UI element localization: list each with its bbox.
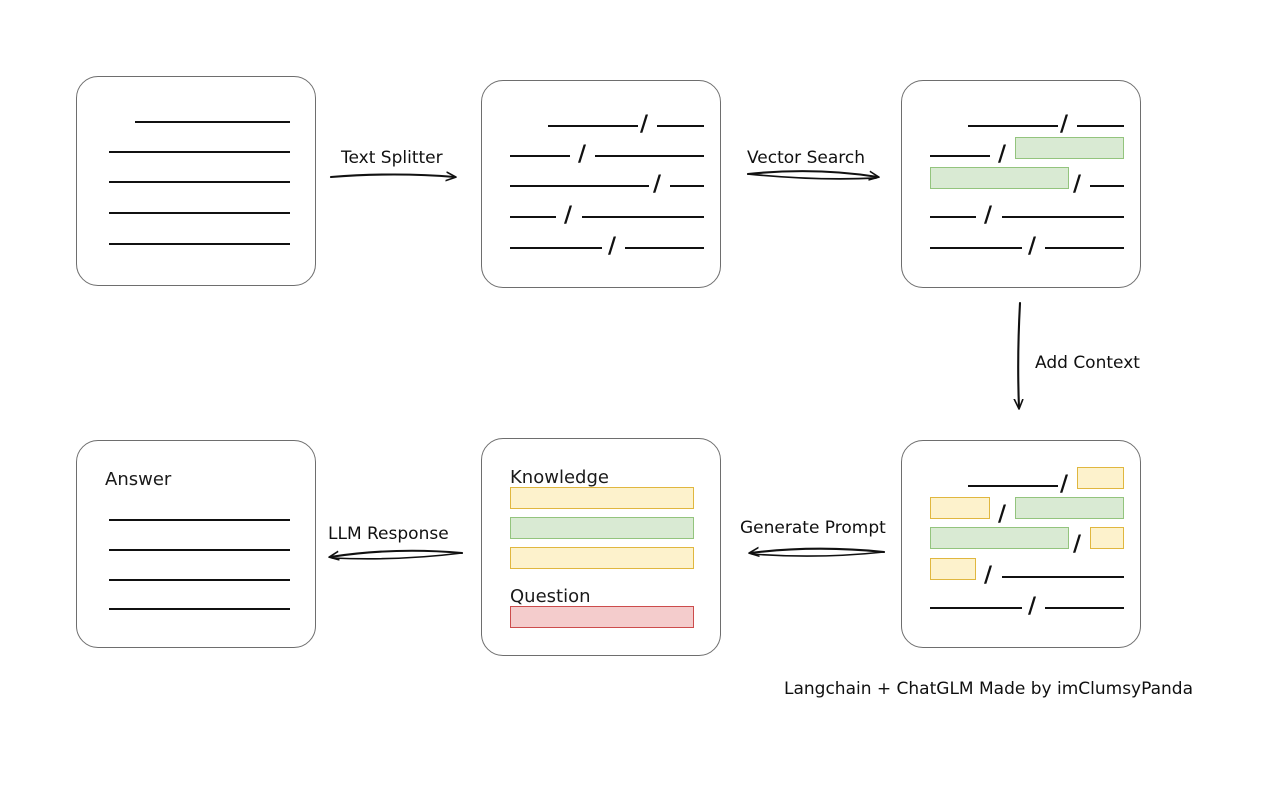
text-line xyxy=(582,216,704,218)
text-line xyxy=(109,151,290,153)
node-vector-matches: / / / / / xyxy=(901,80,1141,288)
text-line xyxy=(510,216,556,218)
chunk-separator-slash: / xyxy=(1073,172,1082,197)
chunk-separator-slash: / xyxy=(653,172,662,197)
text-line xyxy=(109,243,290,245)
text-line xyxy=(625,247,704,249)
text-line xyxy=(930,155,990,157)
highlight-yellow xyxy=(1090,527,1124,549)
chunk-separator-slash: / xyxy=(1060,112,1069,137)
highlight-yellow xyxy=(510,487,694,509)
text-line xyxy=(109,608,290,610)
chunk-separator-slash: / xyxy=(1073,532,1082,557)
edge-label-add-context: Add Context xyxy=(1035,353,1140,373)
edge-label-generate-prompt: Generate Prompt xyxy=(740,518,886,538)
node-split-chunks: / / / / / xyxy=(481,80,721,288)
arrow-generate-prompt xyxy=(750,549,886,556)
highlight-green xyxy=(1015,497,1124,519)
text-line xyxy=(930,247,1022,249)
chunk-separator-slash: / xyxy=(998,142,1007,167)
text-line xyxy=(657,125,704,127)
text-line xyxy=(930,607,1022,609)
text-line xyxy=(1045,247,1124,249)
chunk-separator-slash: / xyxy=(998,502,1007,527)
highlight-yellow xyxy=(510,547,694,569)
chunk-separator-slash: / xyxy=(1028,594,1037,619)
text-line xyxy=(595,155,704,157)
text-line xyxy=(968,485,1058,487)
chunk-separator-slash: / xyxy=(984,563,993,588)
footer-credit: Langchain + ChatGLM Made by imClumsyPand… xyxy=(784,679,1193,699)
edge-label-vector-search: Vector Search xyxy=(747,148,865,168)
highlight-yellow xyxy=(930,497,990,519)
chunk-separator-slash: / xyxy=(1028,234,1037,259)
highlight-yellow xyxy=(1077,467,1124,489)
node-answer: Answer xyxy=(76,440,316,648)
arrow-llm-response xyxy=(330,549,464,559)
chunk-separator-slash: / xyxy=(1060,472,1069,497)
text-line xyxy=(548,125,638,127)
highlight-green xyxy=(930,167,1069,189)
node-context-enriched: / / / / / xyxy=(901,440,1141,648)
text-line xyxy=(1002,216,1124,218)
chunk-separator-slash: / xyxy=(578,142,587,167)
text-line xyxy=(1090,185,1124,187)
text-line xyxy=(109,549,290,551)
chunk-separator-slash: / xyxy=(608,234,617,259)
text-line xyxy=(968,125,1058,127)
highlight-green xyxy=(930,527,1069,549)
node-heading: Question xyxy=(510,586,591,607)
node-heading: Knowledge xyxy=(510,467,609,488)
edge-label-llm-response: LLM Response xyxy=(328,524,449,544)
text-line xyxy=(510,155,570,157)
node-source-document xyxy=(76,76,316,286)
text-line xyxy=(109,212,290,214)
text-line xyxy=(1045,607,1124,609)
highlight-yellow xyxy=(930,558,976,580)
text-line xyxy=(930,216,976,218)
text-line xyxy=(1077,125,1124,127)
text-line xyxy=(109,181,290,183)
text-line xyxy=(670,185,704,187)
text-line xyxy=(109,579,290,581)
arrow-vector-search xyxy=(746,170,878,179)
arrow-add-context xyxy=(1018,301,1020,408)
highlight-red xyxy=(510,606,694,628)
arrow-text-splitter xyxy=(329,175,455,178)
edge-label-text-splitter: Text Splitter xyxy=(341,148,443,168)
node-heading: Answer xyxy=(105,469,172,490)
chunk-separator-slash: / xyxy=(984,203,993,228)
text-line xyxy=(109,519,290,521)
text-line xyxy=(510,185,649,187)
chunk-separator-slash: / xyxy=(564,203,573,228)
text-line xyxy=(510,247,602,249)
highlight-green xyxy=(510,517,694,539)
chunk-separator-slash: / xyxy=(640,112,649,137)
highlight-green xyxy=(1015,137,1124,159)
text-line xyxy=(135,121,290,123)
text-line xyxy=(1002,576,1124,578)
